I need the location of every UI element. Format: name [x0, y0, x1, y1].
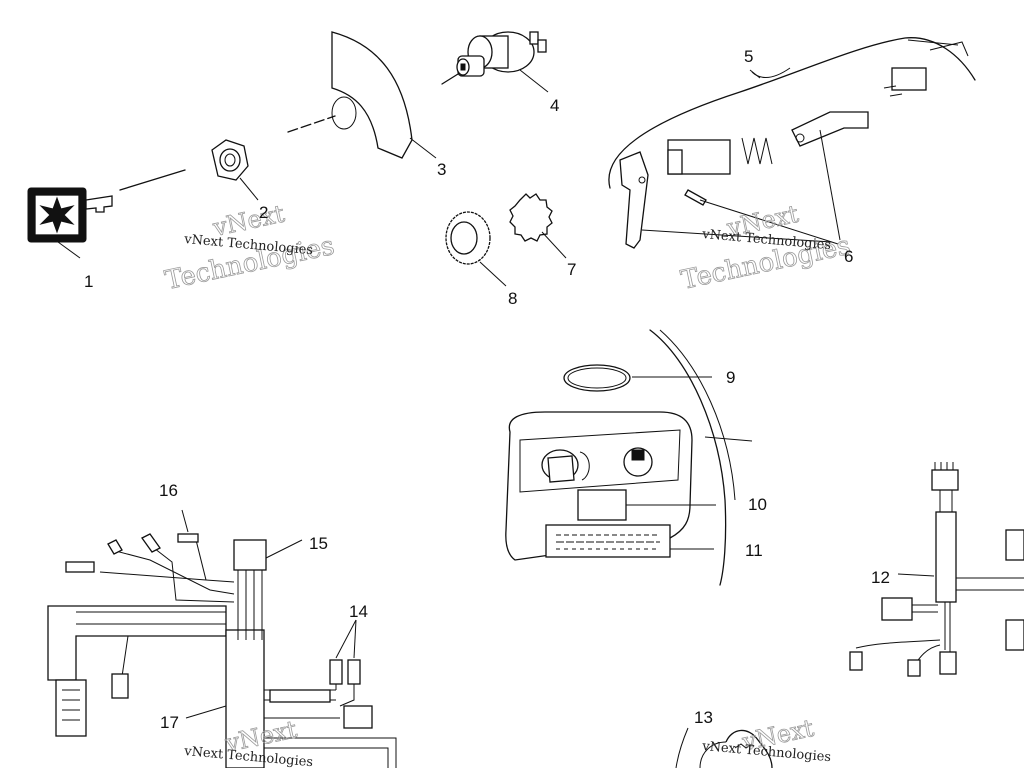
- callout-3: 3: [437, 160, 446, 179]
- wire-harness-left: [47, 509, 397, 768]
- switch-mount-assembly: [608, 37, 976, 249]
- callout-16: 16: [159, 481, 178, 500]
- switch-plate: [287, 31, 437, 159]
- callout-11: 11: [745, 541, 763, 560]
- callout-17: 17: [160, 713, 179, 732]
- callout-5: 5: [744, 47, 753, 66]
- callout-4: 4: [550, 96, 559, 115]
- callout-2: 2: [259, 203, 268, 222]
- callout-10: 10: [748, 495, 767, 514]
- lock-washer: [509, 193, 567, 259]
- callout-7: 7: [567, 260, 576, 279]
- callout-12: 12: [871, 568, 890, 587]
- hex-nut: [211, 139, 259, 201]
- console-pod: [505, 329, 753, 586]
- callout-6: 6: [844, 247, 853, 266]
- wire-harness-right: [849, 462, 1024, 677]
- callout-8: 8: [508, 289, 517, 308]
- knurled-nut: [445, 211, 507, 287]
- callout-15: 15: [309, 534, 328, 553]
- callout-9: 9: [726, 368, 735, 387]
- ignition-key: [27, 169, 186, 259]
- callout-14: 14: [349, 602, 368, 621]
- bottom-right-part: [675, 727, 773, 768]
- callout-1: 1: [84, 272, 93, 291]
- ignition-switch: [441, 31, 549, 93]
- callout-13: 13: [694, 708, 713, 727]
